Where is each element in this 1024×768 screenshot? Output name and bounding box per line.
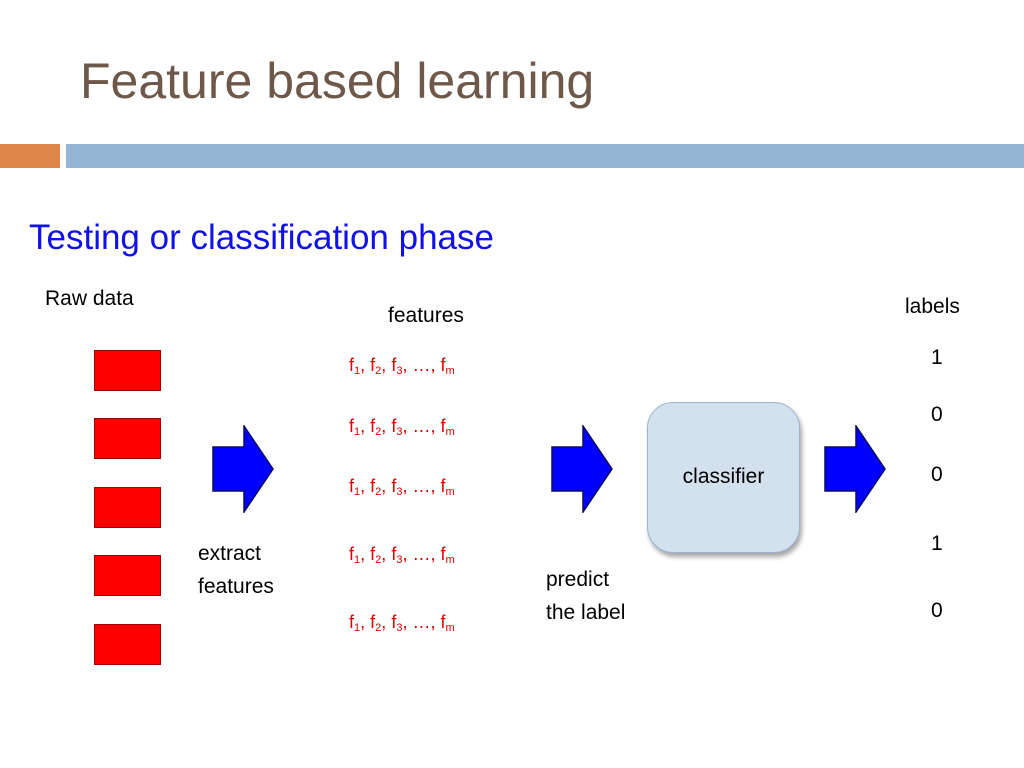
slide-title: Feature based learning [80, 53, 595, 109]
feature-vector: f1, f2, f3, …, fm [349, 355, 455, 377]
feature-vector: f1, f2, f3, …, fm [349, 612, 455, 634]
label-value: 0 [931, 599, 943, 622]
accent-bar-orange [0, 144, 60, 168]
right-arrow-icon [212, 425, 274, 513]
extract-features-label: extract features [198, 542, 274, 598]
raw-data-box [94, 487, 161, 528]
right-arrow-icon [551, 425, 613, 513]
feature-vector: f1, f2, f3, …, fm [349, 416, 455, 438]
classifier-box: classifier [647, 402, 800, 553]
right-arrow-icon [824, 425, 886, 513]
accent-bar-blue [66, 144, 1024, 168]
raw-data-box [94, 350, 161, 391]
raw-data-label: Raw data [45, 287, 134, 310]
label-value: 0 [931, 403, 943, 426]
features-label: features [388, 304, 464, 327]
labels-header: labels [905, 295, 960, 318]
feature-vector: f1, f2, f3, …, fm [349, 476, 455, 498]
raw-data-box [94, 418, 161, 459]
feature-vector: f1, f2, f3, …, fm [349, 544, 455, 566]
label-value: 1 [931, 346, 943, 369]
label-value: 1 [931, 532, 943, 555]
predict-label: predict the label [546, 568, 626, 624]
classifier-label: classifier [682, 465, 765, 488]
raw-data-box [94, 555, 161, 596]
label-value: 0 [931, 463, 943, 486]
raw-data-box [94, 624, 161, 665]
section-heading: Testing or classification phase [29, 218, 494, 257]
